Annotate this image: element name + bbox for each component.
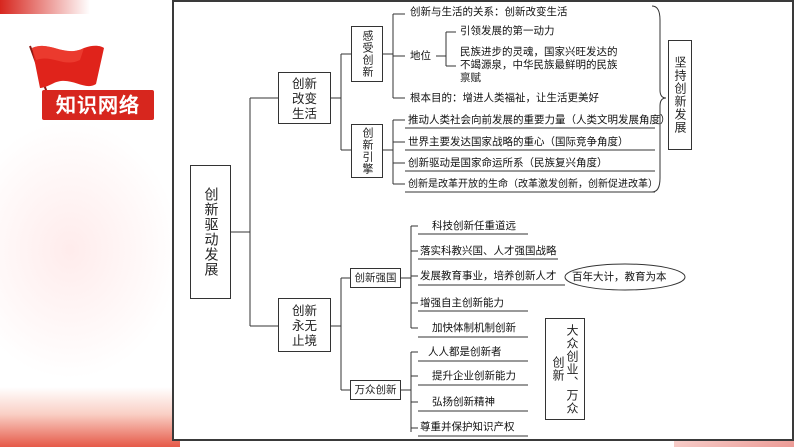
position-2-text: 民族进步的灵魂，国家兴旺发达的不竭源泉，中华民族最鲜明的民族禀赋 — [460, 46, 618, 84]
branch2-sub1-label: 创新强国 — [354, 272, 397, 284]
root-label: 创新驱动发展 — [202, 187, 219, 277]
node-innovation-power: 创新强国 — [350, 268, 401, 288]
leaf-independent-innovation: 增强自主创新能力 — [420, 297, 504, 310]
branch2-sub2-label: 万众创新 — [354, 384, 397, 396]
leaf-engine-2: 世界主要发达国家战略的重心（国际竞争角度） — [408, 136, 629, 149]
leaf-position-1: 引领发展的第一动力 — [460, 25, 555, 38]
leaf-promote-spirit: 弘扬创新精神 — [432, 396, 495, 409]
branch2-side-note: 大众创业、万众创新 — [551, 323, 579, 415]
background-decoration-top-left — [0, 0, 90, 14]
leaf-everyone-innovator-text: 人人都是创新者 — [428, 346, 502, 358]
background-decoration-bottom-left — [0, 387, 180, 447]
leaf-implement-strategy: 落实科教兴国、人才强国战略 — [420, 245, 557, 258]
red-flag-icon — [29, 45, 104, 113]
leaf-engine-1-text: 推动人类社会向前发展的重要力量（人类文明发展角度） — [408, 114, 671, 126]
leaf-enterprise-capacity-text: 提升企业创新能力 — [432, 370, 516, 382]
leaf-position-label: 地位 — [410, 50, 431, 63]
branch-innovation-changes-life: 创新改变生活 — [278, 72, 331, 124]
leaf-institutional-innovation: 加快体制机制创新 — [432, 322, 516, 335]
side-note-persist-innovation: 坚持创新发展 — [668, 40, 692, 150]
node-innovation-engine: 创新引擎 — [351, 124, 383, 178]
leaf-engine-4: 创新是改革开放的生命（改革激发创新，创新促进改革） — [408, 178, 658, 191]
leaf-develop-education: 发展教育事业，培养创新人才 — [420, 270, 557, 283]
leaf-protect-ip-text: 尊重并保护知识产权 — [420, 421, 515, 433]
leaf-develop-education-text: 发展教育事业，培养创新人才 — [420, 270, 557, 282]
leaf-engine-3-text: 创新驱动是国家命运所系（民族复兴角度） — [408, 157, 608, 169]
leaf-engine-2-text: 世界主要发达国家战略的重心（国际竞争角度） — [408, 136, 629, 148]
sub1-label: 感受创新 — [361, 30, 374, 78]
leaf-implement-strategy-text: 落实科教兴国、人才强国战略 — [420, 245, 557, 257]
position-1-text: 引领发展的第一动力 — [460, 25, 555, 37]
leaf-engine-1: 推动人类社会向前发展的重要力量（人类文明发展角度） — [408, 114, 671, 127]
title-banner: 知识网络 — [42, 90, 154, 120]
leaf-goal: 根本目的：增进人类福祉，让生活更美好 — [410, 92, 599, 105]
page-title: 知识网络 — [56, 93, 140, 117]
note-education-foundation-text: 百年大计，教育为本 — [572, 271, 667, 283]
leaf-engine-3: 创新驱动是国家命运所系（民族复兴角度） — [408, 157, 608, 170]
branch1-side-note: 坚持创新发展 — [673, 56, 687, 134]
branch-innovation-never-ends: 创新永无止境 — [278, 298, 331, 352]
node-feel-innovation: 感受创新 — [351, 26, 383, 82]
background-glow — [0, 120, 180, 380]
leaf-tech-innovation: 科技创新任重道远 — [432, 220, 516, 233]
note-education-foundation: 百年大计，教育为本 — [572, 271, 667, 284]
side-note-mass-entrepreneurship: 大众创业、万众创新 — [545, 318, 585, 420]
leaf-relation-text: 创新与生活的关系：创新改变生活 — [410, 6, 568, 18]
leaf-engine-4-text: 创新是改革开放的生命（改革激发创新，创新促进改革） — [408, 179, 658, 190]
leaf-promote-spirit-text: 弘扬创新精神 — [432, 396, 495, 408]
leaf-protect-ip: 尊重并保护知识产权 — [420, 421, 515, 434]
leaf-tech-innovation-text: 科技创新任重道远 — [432, 220, 516, 232]
leaf-position-2: 民族进步的灵魂，国家兴旺发达的不竭源泉，中华民族最鲜明的民族禀赋 — [460, 46, 618, 85]
leaf-institutional-innovation-text: 加快体制机制创新 — [432, 322, 516, 334]
root-node: 创新驱动发展 — [190, 165, 231, 299]
position-label-text: 地位 — [410, 50, 431, 62]
leaf-independent-innovation-text: 增强自主创新能力 — [420, 297, 504, 309]
leaf-goal-text: 根本目的：增进人类福祉，让生活更美好 — [410, 92, 599, 104]
leaf-relation: 创新与生活的关系：创新改变生活 — [410, 6, 568, 19]
sub2-label: 创新引擎 — [361, 127, 374, 175]
branch1-label: 创新改变生活 — [291, 75, 317, 121]
leaf-enterprise-capacity: 提升企业创新能力 — [432, 370, 516, 383]
leaf-everyone-innovator: 人人都是创新者 — [428, 346, 502, 359]
node-mass-innovation: 万众创新 — [350, 380, 401, 400]
branch2-label: 创新永无止境 — [291, 302, 317, 348]
